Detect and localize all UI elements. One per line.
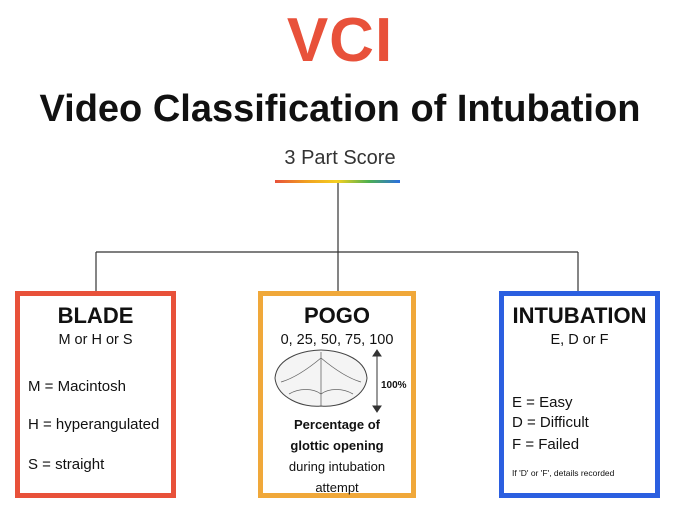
vocal-cord-right	[320, 357, 362, 383]
pogo-scale-label: 100%	[381, 380, 407, 391]
intubation-options: E, D or F	[550, 332, 609, 348]
rainbow-underline	[275, 180, 400, 183]
blade-title: BLADE	[57, 303, 134, 328]
subtitle: 3 Part Score	[284, 147, 396, 169]
intubation-def-easy: E = Easy	[512, 394, 573, 411]
pogo-title: POGO	[303, 303, 370, 328]
pogo-desc-line-3: during intubation	[288, 459, 386, 474]
page-title: Video Classification of Intubation	[39, 88, 641, 130]
pogo-desc-line-4: attempt	[315, 480, 359, 495]
pogo-desc-line-2: glottic opening	[290, 438, 384, 453]
pogo-options: 0, 25, 50, 75, 100	[280, 332, 394, 348]
blade-def-macintosh: M = Macintosh	[28, 378, 126, 395]
arytenoid-left	[288, 389, 322, 395]
vci-logo: VCI	[286, 6, 394, 75]
scale-arrow-up	[372, 349, 382, 357]
blade-options: M or H or S	[58, 332, 133, 348]
intubation-def-difficult: D = Difficult	[512, 414, 589, 431]
scale-arrow-down	[372, 405, 382, 413]
pogo-description: Percentage of glottic opening during int…	[263, 414, 411, 498]
blade-box: BLADE M or H or S M = Macintosh H = hype…	[15, 291, 176, 498]
intubation-box: INTUBATION E, D or F E = Easy D = Diffic…	[499, 291, 660, 498]
glottis-illustration	[274, 349, 382, 413]
pogo-box: POGO 0, 25, 50, 75, 100 100% Percentage …	[258, 291, 416, 498]
intubation-title: INTUBATION	[512, 303, 647, 328]
vocal-cord-left	[280, 357, 322, 383]
blade-def-straight: S = straight	[28, 456, 105, 473]
arytenoid-right	[320, 389, 354, 395]
blade-def-hyperangulated: H = hyperangulated	[28, 416, 160, 433]
pogo-desc-line-1: Percentage of	[294, 417, 380, 432]
intubation-def-failed: F = Failed	[512, 436, 580, 453]
intubation-note: If 'D' or 'F', details recorded	[512, 468, 615, 478]
